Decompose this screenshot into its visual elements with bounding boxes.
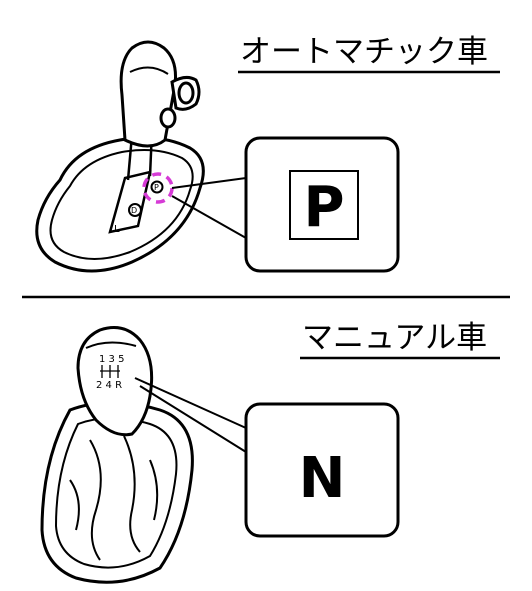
shift-pattern-bottom: 2 4 R bbox=[96, 380, 122, 391]
shift-pattern-top: 1 3 5 bbox=[99, 354, 124, 365]
manual-boot-surround bbox=[40, 401, 194, 584]
automatic-section: オートマチック車 P D L bbox=[35, 34, 500, 273]
manual-callout-label: N bbox=[299, 446, 346, 511]
gate-indicator-d bbox=[128, 203, 142, 217]
automatic-callout-label: P bbox=[303, 175, 344, 240]
gate-label-l: L bbox=[114, 224, 120, 235]
automatic-shift-knob bbox=[119, 40, 201, 148]
manual-section: マニュアル車 1 3 5 2 4 R bbox=[40, 320, 500, 584]
manual-shift-pattern: 1 3 5 2 4 R bbox=[96, 354, 124, 391]
automatic-gate-indicators: P D L bbox=[114, 180, 164, 235]
gate-indicator-p bbox=[150, 180, 164, 194]
automatic-title: オートマチック車 bbox=[240, 34, 488, 70]
automatic-callout-inner-frame bbox=[289, 170, 359, 240]
manual-shift-knob bbox=[76, 326, 154, 437]
gate-label-p: P bbox=[154, 183, 159, 192]
manual-leader-lines bbox=[134, 377, 247, 453]
manual-callout-box bbox=[244, 402, 400, 538]
manual-title: マニュアル車 bbox=[302, 320, 487, 356]
automatic-leader-lines bbox=[171, 177, 247, 239]
gate-label-d: D bbox=[131, 206, 137, 215]
